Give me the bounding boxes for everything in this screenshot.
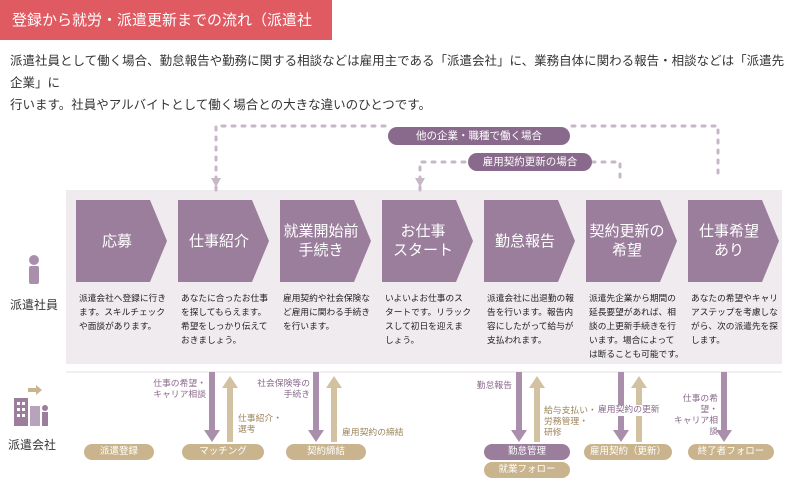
- label-attendance: 勤怠報告: [476, 381, 512, 391]
- label-payroll: 給与支払い・労務管理・研修: [544, 406, 597, 438]
- person-icon: [29, 255, 39, 284]
- step-title-start: お仕事スタート: [392, 222, 453, 259]
- chevron-step-1: [76, 200, 167, 282]
- step-title-procedures: 就業開始前手続き: [283, 222, 359, 259]
- loop-arrows-other-company: [214, 124, 720, 192]
- role-staff: 派遣社員: [9, 298, 58, 312]
- chevron-step-7: [688, 200, 779, 282]
- intro-text: 派遣社員として働く場合、勤怠報告や勤務に関する相談などは雇用主である「派遣会社」…: [10, 50, 790, 116]
- step-desc-apply: 派遣会社へ登録に行きます。スキルチェックや面談があります。: [79, 294, 166, 332]
- arrow-up-1: [227, 386, 233, 442]
- page-title: 登録から就労・派遣更新までの流れ（派遣社員）: [0, 0, 332, 69]
- intro-line-2: 行います。社員やアルバイトとして働く場合との大きな違いのひとつです。: [10, 97, 432, 112]
- arrow-down-3-head: [511, 430, 527, 442]
- arrow-up-4-head: [631, 376, 647, 388]
- arrow-down-1-head: [204, 430, 220, 442]
- pill-matching: マッチング: [182, 444, 264, 460]
- step-title-next-job: 仕事希望あり: [698, 222, 759, 259]
- arrow-up-3-head: [529, 376, 545, 388]
- chevron-step-3: [280, 200, 371, 282]
- arrow-up-1-head: [222, 376, 238, 388]
- loop-arrowhead-1: [211, 178, 221, 187]
- loop-other-company-pill: 他の企業・職種で働く場合: [388, 127, 570, 145]
- pill-attendance-mgmt: 勤怠管理: [484, 444, 570, 460]
- arrow-up-3: [534, 386, 540, 442]
- arrow-down-1: [209, 372, 215, 432]
- arrow-up-2-head: [326, 376, 342, 388]
- chevron-step-6: [586, 200, 677, 282]
- loop-line-top-left: [214, 124, 387, 192]
- arrow-down-2-head: [308, 430, 324, 442]
- arrow-down-3: [516, 372, 522, 432]
- role-agency: 派遣会社: [7, 438, 56, 452]
- arrow-down-4: [618, 372, 624, 432]
- pill-renewal: 雇用契約（更新）: [584, 444, 672, 460]
- arrow-down-5: [721, 372, 727, 432]
- label-contract-renewal: 雇用契約の更新: [598, 405, 678, 416]
- step-desc-job-intro: あなたに合ったお仕事を探してもらえます。希望をしっかり伝えておきましょう。: [181, 294, 268, 346]
- building-icon: [14, 385, 48, 426]
- step-chevrons: [76, 200, 779, 282]
- label-career-consult-2: 仕事の希望・キャリア相談: [674, 394, 718, 437]
- arrow-up-2: [331, 386, 337, 442]
- step-title-job-intro: 仕事紹介: [188, 231, 249, 250]
- step-desc-start: いよいよお仕事のスタートです。リラックスして初日を迎えましょう。: [385, 294, 472, 346]
- intro-line-1: 派遣社員として働く場合、勤怠報告や勤務に関する相談などは雇用主である「派遣会社」…: [10, 53, 785, 90]
- loop-renewal-pill: 雇用契約更新の場合: [468, 153, 592, 171]
- label-employment-contract: 雇用契約の締結: [342, 428, 404, 438]
- step-title-renewal: 契約更新の希望: [589, 222, 665, 259]
- chevron-step-4: [382, 200, 473, 282]
- loop-line-top-right: [570, 124, 720, 182]
- loop-line-mid-left: [418, 160, 472, 192]
- arrow-down-2: [313, 372, 319, 432]
- chevron-step-5: [484, 200, 575, 282]
- arrow-down-4-head: [613, 430, 629, 442]
- label-job-intro: 仕事紹介・選考: [238, 414, 282, 435]
- step-title-apply: 応募: [101, 231, 132, 250]
- pill-registration: 派遣登録: [84, 444, 154, 460]
- pill-follow: 就業フォロー: [484, 462, 570, 478]
- step-title-attendance: 勤怠報告: [494, 231, 555, 250]
- loop-arrowhead-2: [415, 178, 425, 187]
- label-career-consult-1: 仕事の希望・キャリア相談: [153, 379, 206, 400]
- label-social-insurance: 社会保険等の手続き: [257, 379, 310, 400]
- step-desc-procedures: 雇用契約や社会保険など雇用に関わる手続きを行います。: [283, 294, 370, 332]
- chevron-step-2: [178, 200, 269, 282]
- step-desc-attendance: 派遣会社に出退勤の報告を行います。報告内容にしたがって給与が支払われます。: [487, 294, 574, 346]
- pill-end-follow: 終了者フォロー: [688, 444, 774, 460]
- step-desc-next-job: あなたの希望やキャリアステップを考慮しながら、次の派遣先を探します。: [691, 294, 778, 346]
- loop-line-mid-right: [590, 160, 622, 182]
- pill-contract: 契約締結: [286, 444, 366, 460]
- step-desc-renewal: 派遣先企業から期間の延長要望があれば、相談の上更新手続きを行います。場合によって…: [589, 294, 684, 360]
- arrow-down-5-head: [716, 430, 732, 442]
